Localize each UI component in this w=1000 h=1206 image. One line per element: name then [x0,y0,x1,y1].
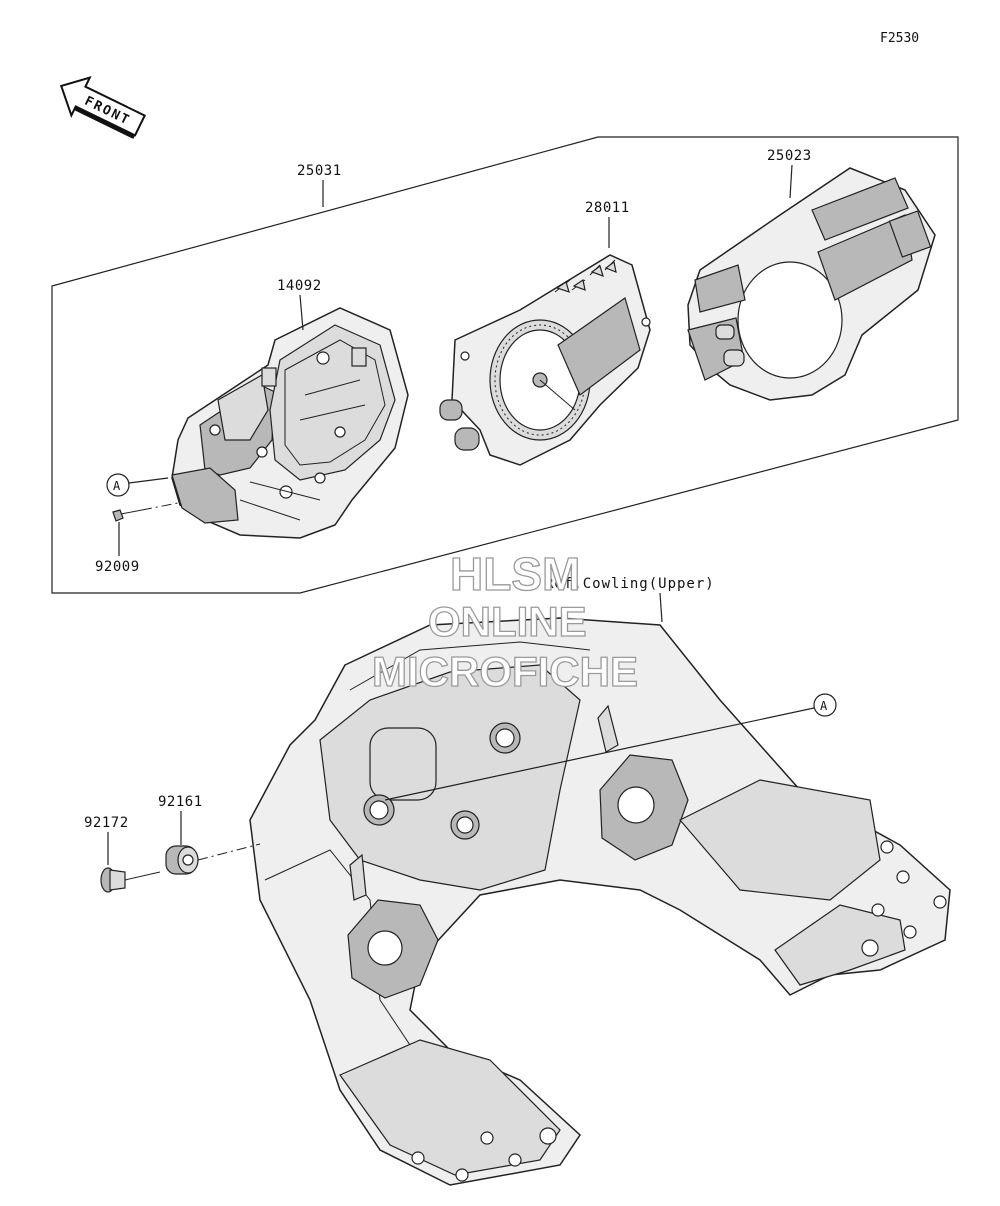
grommet-92161 [165,845,199,875]
watermark: HLSM ONLINE MICROFICHE [371,547,638,695]
meter-case [171,307,409,539]
marker-a-cowling-label: A [820,699,828,713]
callout-92009: 92009 [95,559,140,575]
marker-a-case-label: A [113,479,121,493]
marker-a-case: A [106,473,169,497]
watermark-line1: HLSM [450,548,580,600]
callout-92172: 92172 [84,815,129,831]
marker-a-cowling: A [384,693,837,801]
bolt-92172 [100,843,261,893]
figure-code: F2530 [880,31,919,46]
watermark-line3: MICROFICHE [372,648,638,695]
callout-25031: 25031 [297,163,342,179]
assembly-frame [51,136,959,594]
callout-14092: 14092 [277,278,322,294]
watermark-line2: ONLINE [428,598,587,645]
callout-ref-cowling: Ref.Cowling(Upper) [545,576,715,592]
front-arrow-icon: FRONT [59,76,147,139]
callout-28011: 28011 [585,200,630,216]
screw-92009 [112,502,179,522]
meter-unit [439,254,651,466]
callout-25023: 25023 [767,148,812,164]
meter-cover [687,167,936,401]
upper-cowling [249,617,951,1186]
callout-92161: 92161 [158,794,203,810]
